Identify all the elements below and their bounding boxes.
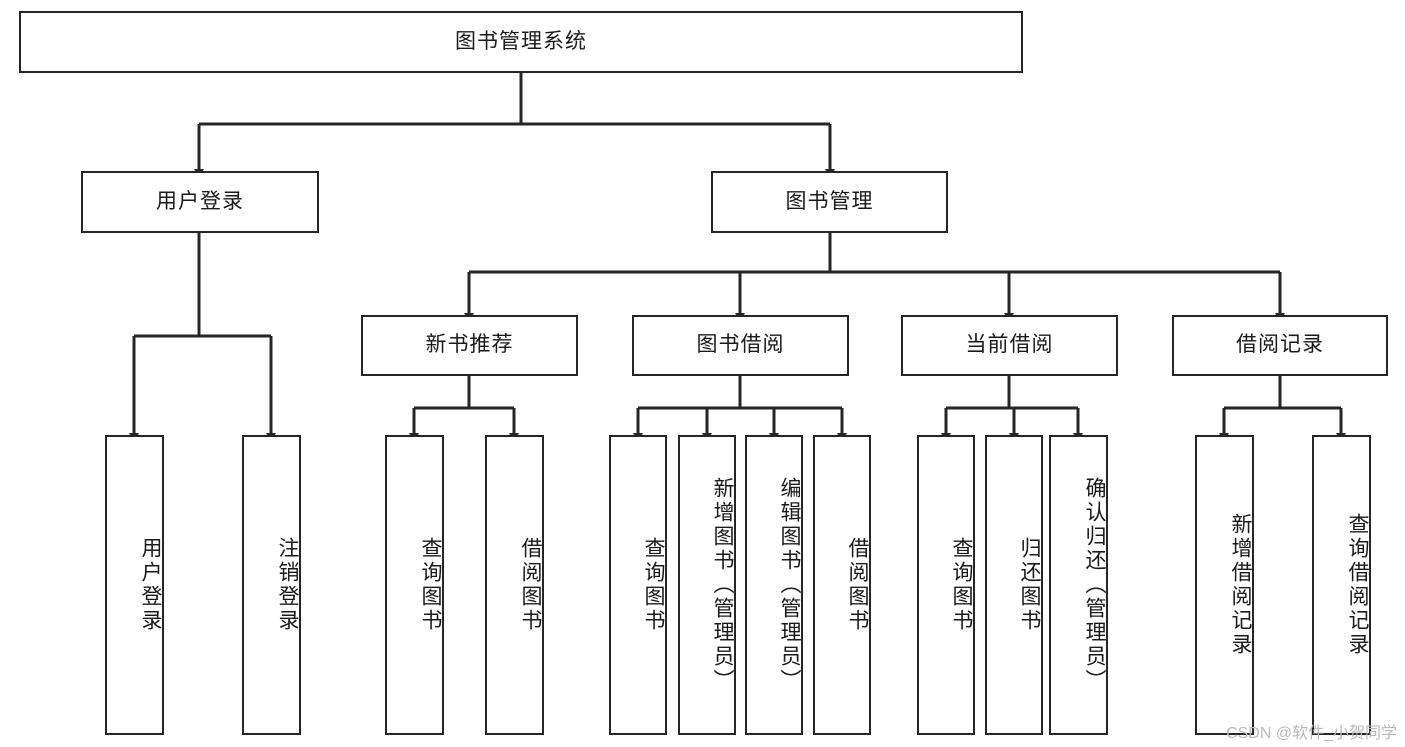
node-label-book-borrow: 图书借阅 <box>696 333 785 357</box>
node-leaf-cur-return-book[interactable]: 归还图书 <box>985 435 1043 735</box>
node-label-current-borrow: 当前借阅 <box>965 333 1054 357</box>
node-label-user-login: 用户登录 <box>156 189 244 213</box>
edge-layer <box>129 73 1346 442</box>
node-label-leaf-user-logout: 注销登录 <box>276 537 299 633</box>
node-label-borrow-record: 借阅记录 <box>1236 333 1324 357</box>
node-leaf-borrow-query-book[interactable]: 查询图书 <box>609 435 667 735</box>
node-leaf-rec-add-record[interactable]: 新增借阅记录 <box>1195 435 1254 735</box>
node-leaf-user-login[interactable]: 用户登录 <box>105 435 164 735</box>
node-leaf-borrow-add-book[interactable]: 新增图书（管理员） <box>678 435 736 735</box>
node-label-book-manage: 图书管理 <box>785 189 874 213</box>
node-label-leaf-user-login: 用户登录 <box>139 537 162 633</box>
node-label-leaf-rec-add-record: 新增借阅记录 <box>1229 513 1252 657</box>
node-label-leaf-borrow-edit-book: 编辑图书（管理员） <box>778 477 801 693</box>
node-label-new-book-rec: 新书推荐 <box>425 333 514 357</box>
node-label-leaf-rec-query-record: 查询借阅记录 <box>1346 513 1369 657</box>
node-borrow-record[interactable]: 借阅记录 <box>1172 315 1388 376</box>
node-label-leaf-rec-borrow-book: 借阅图书 <box>519 537 542 633</box>
node-current-borrow[interactable]: 当前借阅 <box>901 315 1118 376</box>
node-label-root: 图书管理系统 <box>455 29 587 53</box>
node-label-leaf-borrow-add-book: 新增图书（管理员） <box>711 477 734 693</box>
node-label-leaf-rec-query-book: 查询图书 <box>419 537 442 633</box>
node-book-manage[interactable]: 图书管理 <box>711 171 948 233</box>
node-leaf-cur-query-book[interactable]: 查询图书 <box>917 435 975 735</box>
node-label-leaf-borrow-borrow-book: 借阅图书 <box>846 537 869 633</box>
node-leaf-user-logout[interactable]: 注销登录 <box>242 435 301 735</box>
node-new-book-rec[interactable]: 新书推荐 <box>361 315 578 376</box>
node-label-leaf-borrow-query-book: 查询图书 <box>642 537 665 633</box>
node-root[interactable]: 图书管理系统 <box>19 11 1023 73</box>
node-leaf-rec-query-record[interactable]: 查询借阅记录 <box>1312 435 1371 735</box>
node-leaf-borrow-borrow-book[interactable]: 借阅图书 <box>813 435 871 735</box>
watermark-label: CSDN @软件_小贺同学 <box>1226 725 1397 742</box>
node-book-borrow[interactable]: 图书借阅 <box>632 315 849 376</box>
node-label-leaf-cur-confirm-return: 确认归还（管理员） <box>1083 477 1106 693</box>
node-leaf-cur-confirm-return[interactable]: 确认归还（管理员） <box>1049 435 1108 735</box>
node-leaf-rec-borrow-book[interactable]: 借阅图书 <box>485 435 544 735</box>
node-leaf-rec-query-book[interactable]: 查询图书 <box>385 435 444 735</box>
node-label-leaf-cur-return-book: 归还图书 <box>1018 537 1041 633</box>
node-label-leaf-cur-query-book: 查询图书 <box>950 537 973 633</box>
node-user-login[interactable]: 用户登录 <box>81 171 319 233</box>
node-leaf-borrow-edit-book[interactable]: 编辑图书（管理员） <box>745 435 803 735</box>
